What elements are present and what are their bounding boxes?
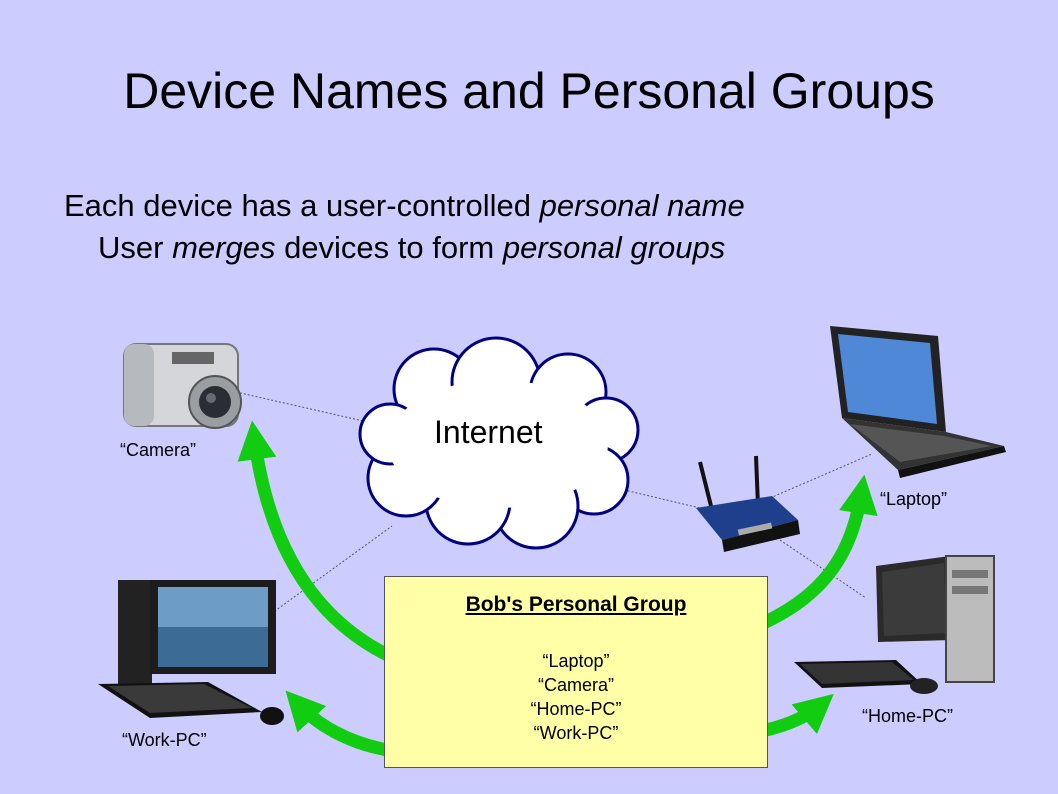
group-title: Bob's Personal Group <box>465 593 687 616</box>
group-member-list: “Laptop” “Camera” “Home-PC” “Work-PC” <box>385 649 767 745</box>
bullet-2-emphasis-b: personal groups <box>502 230 726 265</box>
home-pc-icon <box>794 555 995 694</box>
group-member: “Work-PC” <box>533 723 619 743</box>
bullet-1-emphasis: personal name <box>539 188 745 223</box>
link-router-homepc <box>779 539 867 599</box>
laptop-label: “Laptop” <box>880 489 948 509</box>
bullet-2-emphasis-a: merges <box>172 230 276 265</box>
link-workpc-internet <box>267 525 393 617</box>
personal-group-box: Bob's Personal Group “Laptop” “Camera” “… <box>384 576 768 768</box>
bullet-line-1: Each device has a user-controlled person… <box>64 188 745 224</box>
group-member: “Camera” <box>537 675 614 695</box>
group-member: “Home-PC” <box>530 699 622 719</box>
bullet-line-2: User merges devices to form personal gro… <box>98 230 725 266</box>
home-pc-label: “Home-PC” <box>862 706 954 726</box>
camera-icon <box>123 343 242 429</box>
work-pc-icon <box>98 580 284 725</box>
group-member: “Laptop” <box>542 651 610 671</box>
bullet-2-text-a: User <box>98 230 173 265</box>
internet-cloud-icon <box>358 336 640 550</box>
link-internet-router <box>615 487 701 509</box>
work-pc-label: “Work-PC” <box>122 730 207 750</box>
network-links <box>235 391 873 617</box>
internet-label: Internet <box>434 414 543 450</box>
router-icon <box>696 455 800 552</box>
camera-label: “Camera” <box>120 440 197 460</box>
bullet-2-text-b: devices to form <box>275 230 503 265</box>
laptop-icon <box>830 326 1006 478</box>
slide-title: Device Names and Personal Groups <box>123 63 935 119</box>
link-router-laptop <box>769 453 873 499</box>
bullet-1-text: Each device has a user-controlled <box>64 188 540 223</box>
link-camera-internet <box>235 391 373 424</box>
